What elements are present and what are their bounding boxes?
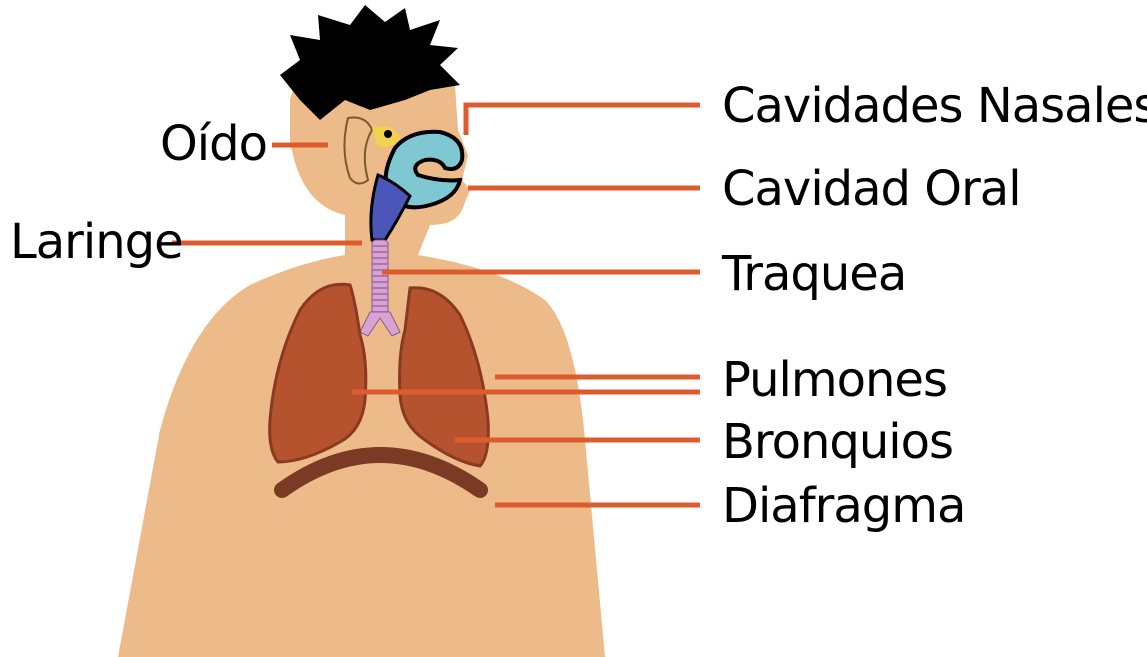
label-traquea: Traquea [722, 250, 906, 298]
label-pulmones: Pulmones [722, 356, 947, 404]
label-cavidades-nasales: Cavidades Nasales [722, 82, 1147, 130]
label-oido: Oído [160, 120, 267, 168]
leader-cavidades-nasales [466, 105, 700, 135]
label-laringe: Laringe [10, 218, 183, 266]
label-bronquios: Bronquios [722, 418, 953, 466]
label-diafragma: Diafragma [722, 482, 965, 530]
label-cavidad-oral: Cavidad Oral [722, 165, 1021, 213]
trachea [372, 240, 388, 316]
